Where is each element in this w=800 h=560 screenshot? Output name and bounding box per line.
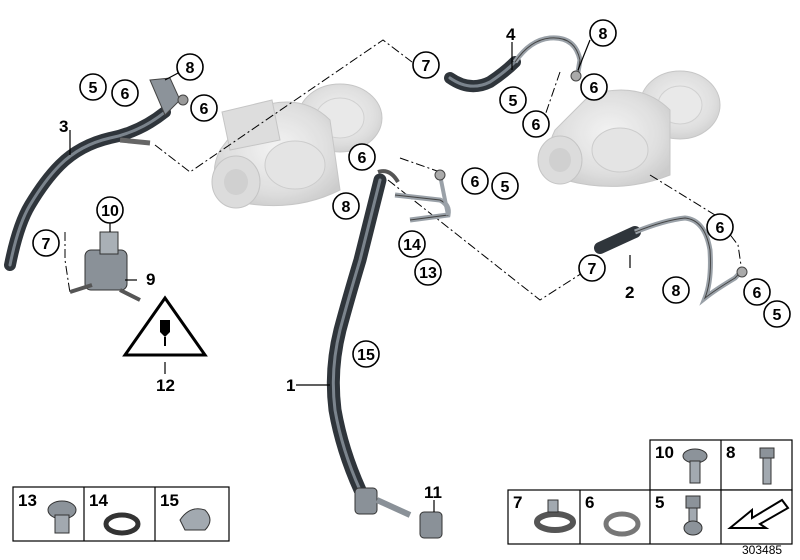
svg-text:6: 6 [471, 174, 480, 191]
svg-text:5: 5 [509, 93, 518, 110]
svg-text:8: 8 [186, 60, 195, 77]
callout-12: 12 [156, 376, 175, 395]
svg-text:7: 7 [422, 58, 431, 75]
torx-bolt-icon [682, 448, 708, 484]
table-cell-5: 5 [655, 493, 664, 512]
svg-text:13: 13 [419, 265, 437, 282]
table-cell-13: 13 [18, 491, 37, 510]
callout-8-a: 8 [176, 53, 204, 81]
callout-7-c: 7 [578, 254, 606, 282]
table-cell-15: 15 [160, 491, 179, 510]
hex-bolt-icon [759, 447, 775, 485]
callout-7-b: 7 [32, 229, 60, 257]
o-ring-icon [603, 511, 641, 537]
svg-text:8: 8 [672, 283, 681, 300]
callout-1: 1 [286, 376, 295, 395]
svg-text:5: 5 [773, 307, 782, 324]
callout-2: 2 [625, 283, 634, 302]
turbocharger-left [211, 83, 383, 209]
callout-8-c: 8 [332, 192, 360, 220]
svg-text:8: 8 [599, 26, 608, 43]
coolant-hose-3 [4, 77, 189, 271]
leader-lines [69, 39, 631, 512]
callout-6-h: 6 [743, 278, 771, 306]
svg-text:5: 5 [501, 179, 510, 196]
svg-text:7: 7 [42, 236, 51, 253]
coolant-hose-2 [594, 215, 748, 306]
table-cell-14: 14 [89, 491, 108, 510]
callout-3: 3 [59, 117, 68, 136]
electrical-warning-triangle [122, 295, 208, 357]
callout-8-d: 8 [662, 276, 690, 304]
coolant-hose-1 [326, 169, 451, 518]
parts-table-left: 13 14 15 [12, 486, 230, 542]
callout-6-g: 6 [706, 213, 734, 241]
svg-text:6: 6 [200, 101, 209, 118]
svg-text:15: 15 [357, 347, 375, 364]
table-cell-8: 8 [726, 443, 735, 462]
callout-13: 13 [414, 258, 442, 286]
callout-5-d: 5 [763, 300, 791, 328]
callout-8-b: 8 [589, 19, 617, 47]
callout-6-f: 6 [461, 167, 489, 195]
svg-text:6: 6 [590, 80, 599, 97]
hose-clamp-icon [179, 508, 211, 531]
svg-text:6: 6 [753, 285, 762, 302]
callout-6-a: 6 [111, 79, 139, 107]
svg-text:6: 6 [358, 150, 367, 167]
sealing-ring-icon [103, 512, 141, 536]
spring-band-clamp-icon [534, 499, 576, 533]
callout-6-b: 6 [190, 94, 218, 122]
document-number: 303485 [742, 543, 782, 557]
direction-arrow-icon [727, 498, 790, 529]
svg-text:6: 6 [121, 86, 130, 103]
table-cell-7: 7 [513, 493, 522, 512]
callout-9: 9 [146, 270, 155, 289]
svg-text:14: 14 [403, 237, 421, 254]
callout-6-e: 6 [348, 143, 376, 171]
plain-labels: 3 4 1 2 9 12 11 [59, 25, 634, 502]
svg-text:5: 5 [89, 80, 98, 97]
callout-5-a: 5 [79, 73, 107, 101]
electric-coolant-pump [69, 231, 141, 302]
callout-15: 15 [352, 340, 380, 368]
callout-7-a: 7 [412, 51, 440, 79]
svg-text:7: 7 [588, 261, 597, 278]
table-cell-10: 10 [655, 443, 674, 462]
svg-text:6: 6 [716, 220, 725, 237]
callout-10: 10 [96, 196, 124, 224]
callout-6-c: 6 [580, 73, 608, 101]
callout-14: 14 [398, 230, 426, 258]
svg-text:10: 10 [101, 203, 119, 220]
table-cell-6: 6 [585, 493, 594, 512]
callout-5-b: 5 [499, 86, 527, 114]
callout-4: 4 [506, 25, 516, 44]
svg-text:8: 8 [342, 199, 351, 216]
turbocharger-right [537, 70, 721, 187]
connector-11 [419, 511, 443, 539]
circled-callouts: 5 6 8 6 7 8 6 5 6 6 6 5 8 14 13 15 10 7 … [32, 19, 791, 368]
coolant-hose-4 [444, 35, 583, 93]
callout-5-c: 5 [491, 172, 519, 200]
parts-table-right: 10 8 7 6 5 [507, 439, 793, 545]
banjo-bolt-icon [683, 495, 703, 536]
callout-6-d: 6 [522, 110, 550, 138]
torx-screw-icon [47, 500, 77, 534]
callout-11: 11 [424, 483, 442, 502]
svg-text:6: 6 [532, 117, 541, 134]
